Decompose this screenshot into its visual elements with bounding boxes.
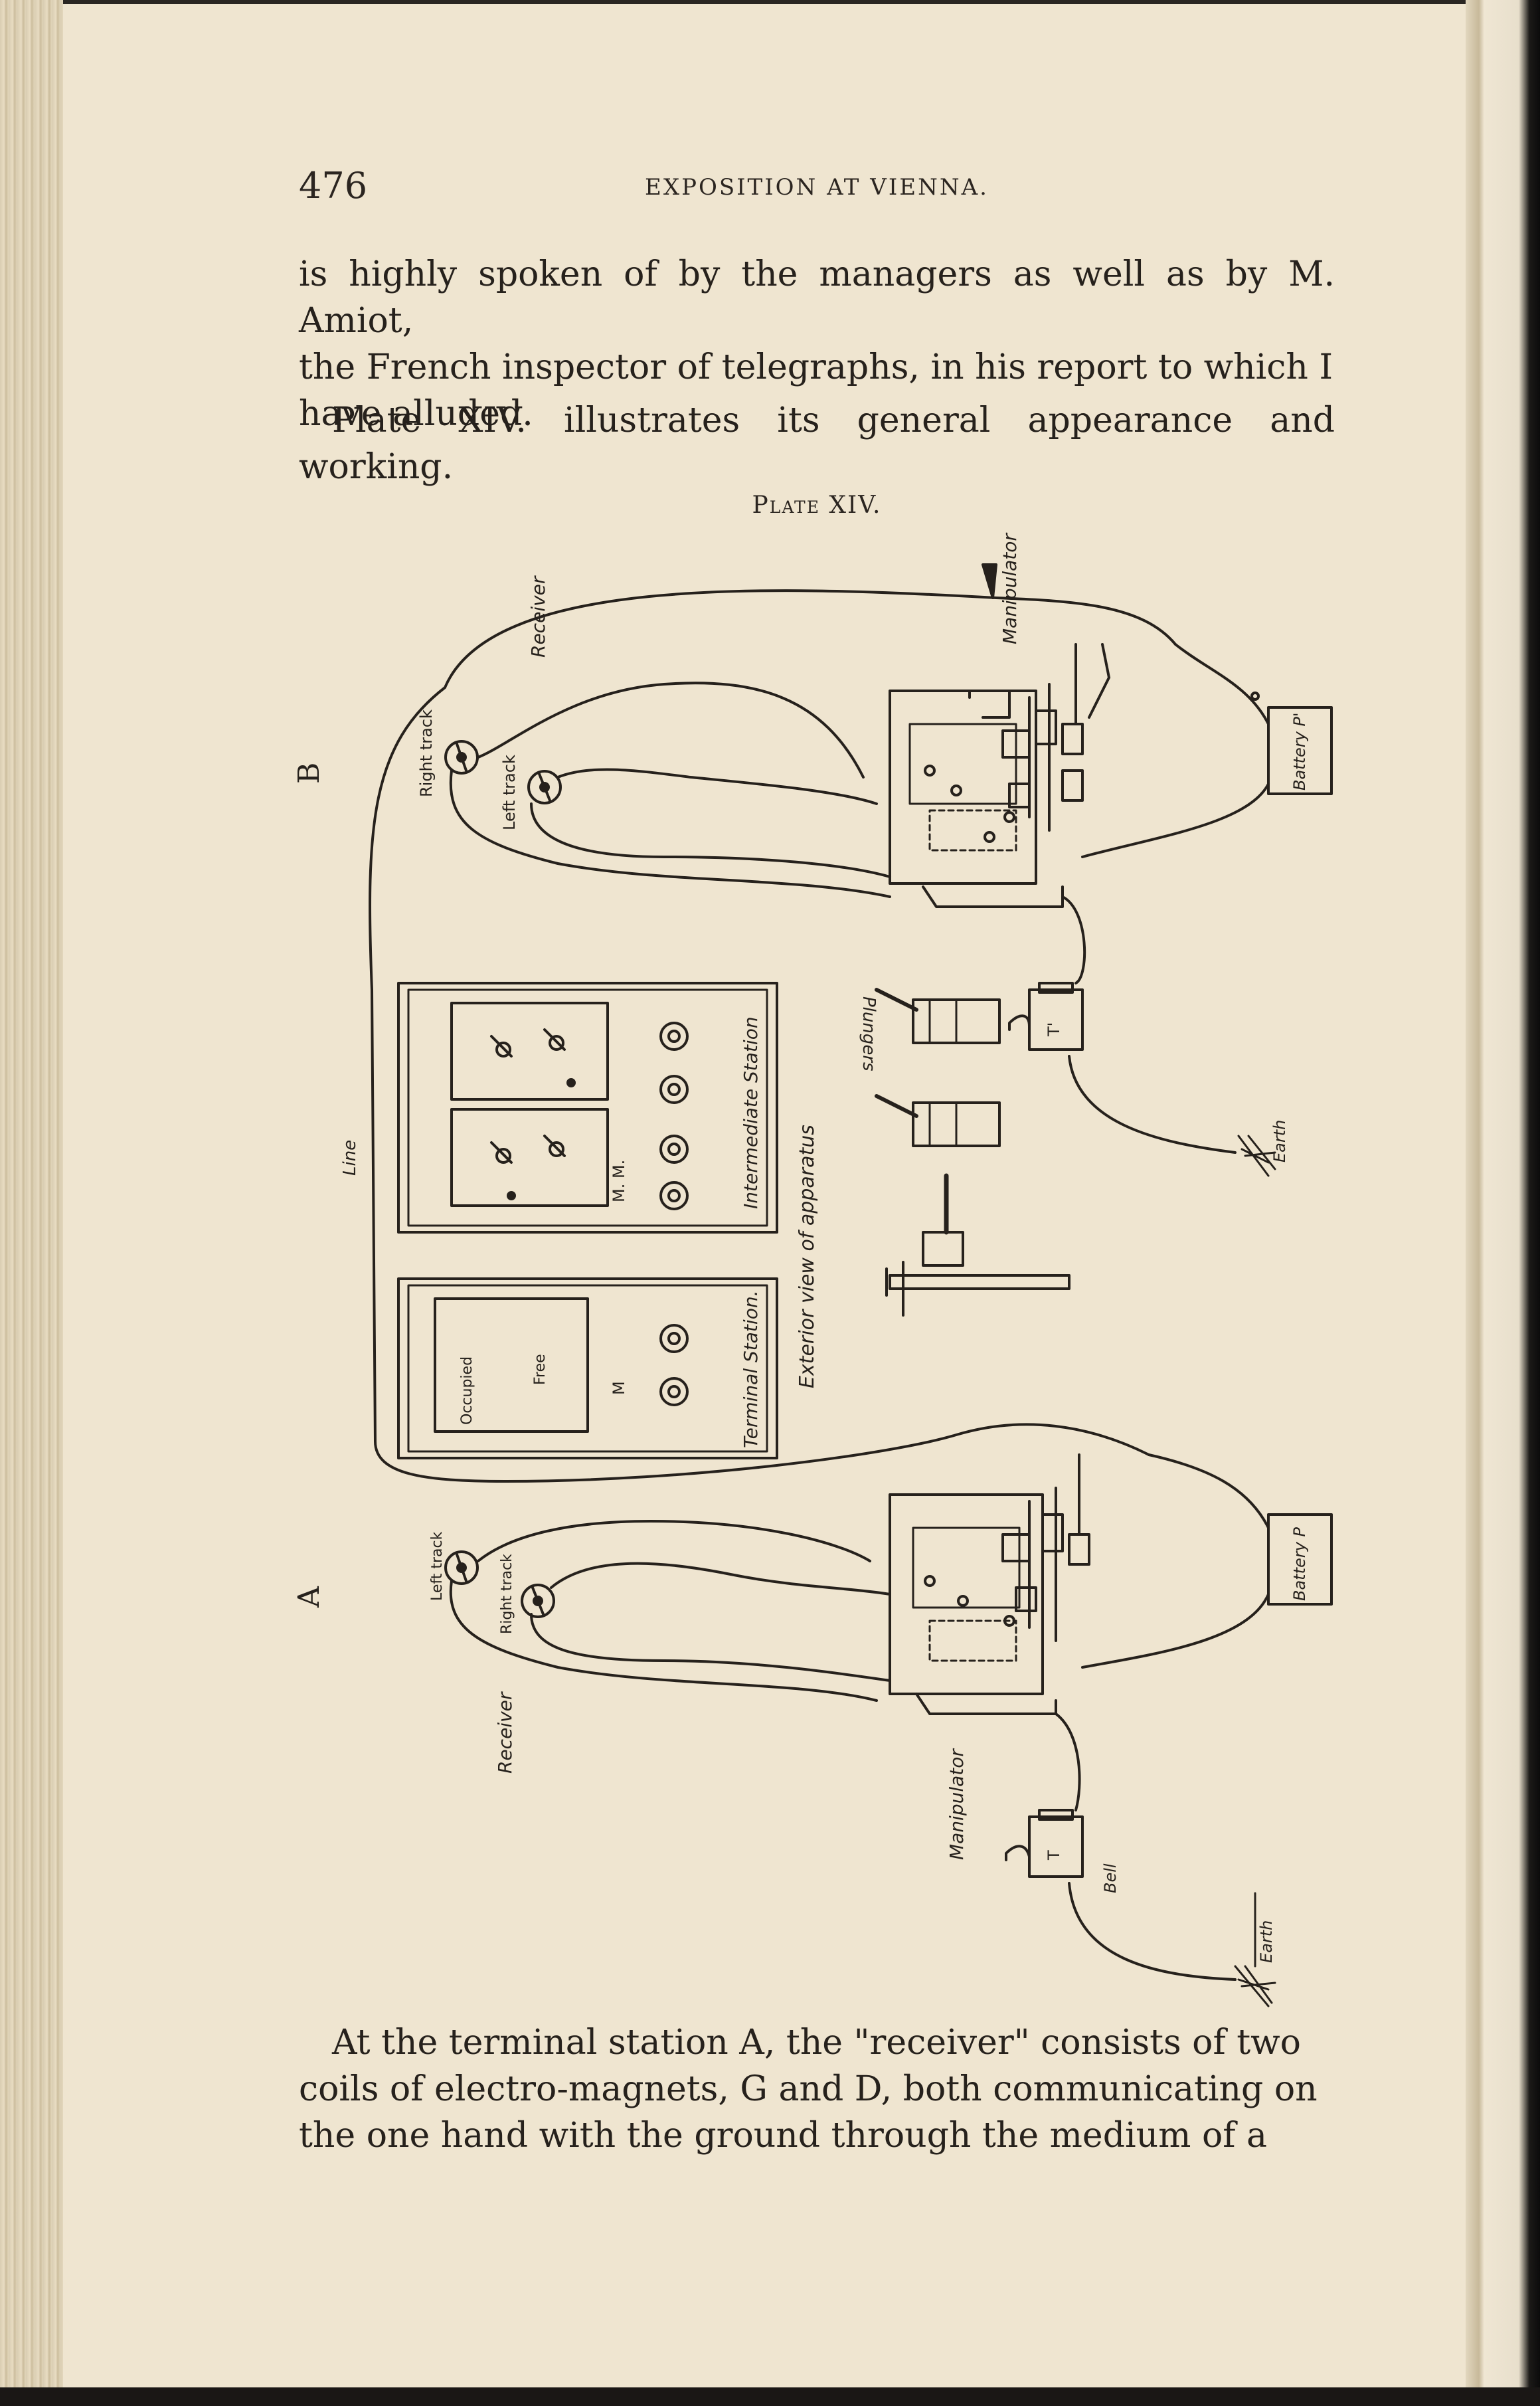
page-bottom-edge (0, 2387, 1540, 2406)
label-receiver-a: Receiver (494, 1691, 516, 1774)
label-earth-b: Earth (1270, 1120, 1289, 1162)
page-stack-edge-left (0, 0, 63, 2406)
label-mm-intermediate: M. M. (610, 1160, 628, 1202)
label-station-a: A (292, 1586, 326, 1608)
running-title: EXPOSITION AT VIENNA. (645, 174, 989, 201)
label-left-track-b: Left track (500, 755, 519, 830)
page-top-edge (0, 0, 1540, 4)
paragraph-top-2: Plate XIV. illustrates its general appea… (299, 401, 1335, 487)
intermediate-station-cabinet (397, 982, 778, 1234)
text-line: At the terminal station A, the "receiver… (332, 2023, 1301, 2063)
label-right-track-b: Right track (417, 709, 436, 797)
text-line: have alluded. (299, 394, 533, 434)
label-exterior-view: Exterior view of apparatus (796, 1125, 819, 1388)
label-station-b: B (292, 763, 326, 784)
page-header: 476 EXPOSITION AT VIENNA. (299, 165, 1335, 211)
earth-b (1237, 1135, 1276, 1177)
label-receiver-b: Receiver (527, 575, 549, 658)
label-m-terminal: M (610, 1381, 628, 1395)
plate-caption: Plate XIV. (752, 492, 882, 519)
key-lever (885, 1173, 1070, 1317)
text-line: is highly spoken of by the managers as w… (299, 254, 1335, 341)
text-line: the one hand with the ground through the… (299, 2116, 1268, 2156)
bell-b (922, 885, 1237, 1154)
bell-a (915, 1693, 1237, 1981)
battery-a (1081, 1453, 1333, 1669)
label-intermediate-station: Intermediate Station (740, 1016, 762, 1209)
terminal-station-cabinet (397, 1277, 778, 1459)
label-line: Line (340, 1140, 360, 1176)
label-terminal-station: Terminal Station. (740, 1291, 762, 1448)
label-t: T (1045, 1850, 1063, 1861)
page-edge-right (1466, 0, 1540, 2406)
manipulator-a (889, 1453, 1090, 1695)
label-manipulator-b: Manipulator (999, 533, 1021, 644)
label-earth-a: Earth (1257, 1920, 1276, 1963)
manipulator-b (889, 563, 1110, 885)
label-bell-a: Bell (1101, 1863, 1120, 1893)
earth-a (1234, 1892, 1276, 2007)
label-plungers: Plungers (859, 996, 879, 1071)
paragraph-bottom: At the terminal station A, the "receiver… (299, 2019, 1335, 2159)
battery-b (1081, 643, 1333, 858)
receiver-a-indicators (444, 1550, 555, 1618)
page-number: 476 (299, 165, 368, 207)
plungers (875, 988, 1001, 1147)
text-line: coils of electro-magnets, G and D, both … (299, 2069, 1318, 2109)
label-battery-a: Battery P (1290, 1527, 1309, 1601)
paragraph-top-1: is highly spoken of by the managers as w… (299, 251, 1335, 437)
label-occupied-terminal: Occupied (459, 1356, 475, 1425)
label-right-track-a: Right track (499, 1554, 515, 1634)
text-line: the French inspector of telegraphs, in h… (299, 347, 1333, 387)
label-manipulator-a: Manipulator (946, 1748, 968, 1860)
label-battery-b: Battery P' (1290, 712, 1309, 790)
line-wire (369, 589, 1177, 1483)
label-t-prime: T' (1045, 1022, 1063, 1037)
label-left-track-a: Left track (429, 1531, 446, 1601)
label-free-terminal: Free (532, 1354, 549, 1385)
plate-xiv-diagram: B A Line Receiver Receiver Manipulator M… (292, 533, 1333, 2007)
